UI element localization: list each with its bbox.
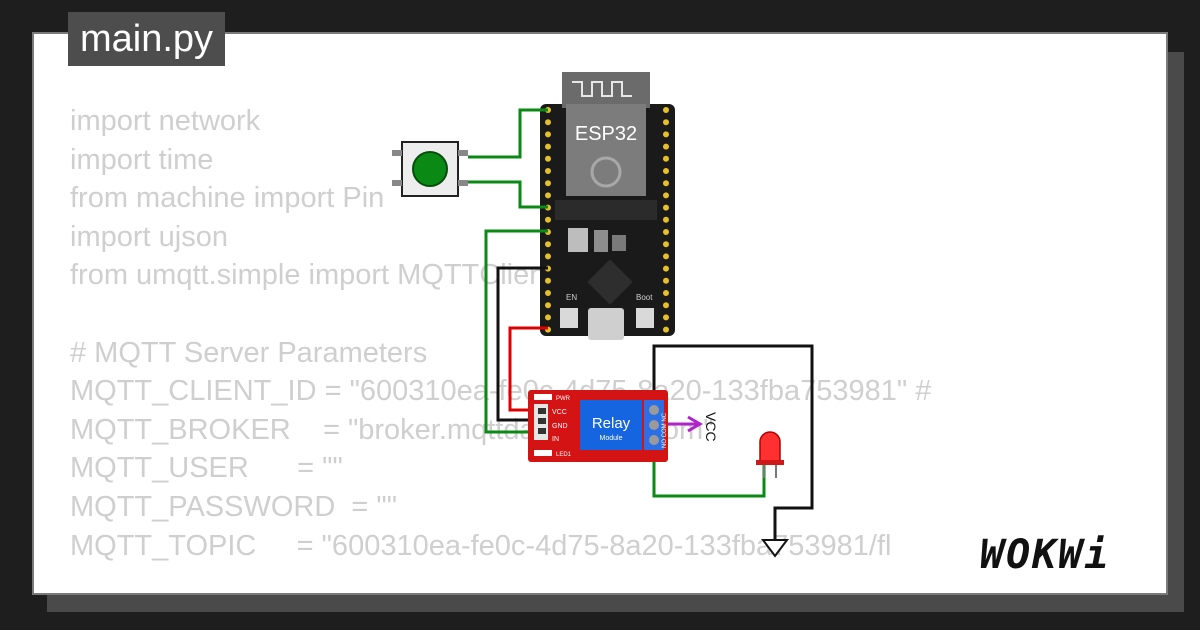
wire-relay-to-led: [652, 440, 766, 498]
file-tab-main-py[interactable]: main.py: [68, 12, 226, 66]
boot-label: Boot: [636, 293, 653, 302]
esp32-pin[interactable]: [545, 314, 551, 321]
relay-terminal-nc[interactable]: [649, 435, 659, 445]
wire-button-to-esp-1: [468, 108, 548, 159]
relay-terminal-com[interactable]: [649, 420, 659, 430]
relay-terminal-no[interactable]: [649, 405, 659, 415]
relay-terminals-label: NO COM NC: [662, 412, 668, 448]
esp32-pin[interactable]: [545, 216, 551, 223]
code-line: import ujson: [70, 220, 228, 253]
esp32-pin[interactable]: [545, 131, 551, 138]
esp32-pin[interactable]: [545, 253, 551, 260]
en-button[interactable]: [560, 308, 578, 328]
esp32-pin[interactable]: [545, 241, 551, 248]
wire-esp-to-relay-vcc: [508, 326, 548, 412]
esp32-pin[interactable]: [663, 168, 669, 174]
wire-esp-to-relay-in: [484, 229, 548, 434]
wire-button-to-esp-2: [468, 180, 548, 209]
esp32-pin[interactable]: [545, 180, 551, 187]
wire-esp-to-relay-gnd: [496, 266, 548, 422]
esp32-pin[interactable]: [663, 290, 669, 296]
wire-relay-to-ground: [652, 344, 814, 540]
esp32-pin[interactable]: [545, 277, 551, 284]
esp32-pin[interactable]: [663, 155, 669, 162]
esp32-label: ESP32: [575, 123, 637, 145]
esp32-pin[interactable]: [663, 326, 669, 333]
wokwi-logo: WOKWi: [980, 532, 1111, 578]
esp32-pin[interactable]: [663, 216, 669, 223]
esp32-pin[interactable]: [663, 131, 669, 138]
code-line: import time: [70, 143, 214, 176]
esp32-pin[interactable]: [663, 192, 669, 199]
esp32-pin[interactable]: [545, 192, 551, 199]
red-led[interactable]: [756, 431, 784, 478]
code-line: MQTT_TOPIC = "600310ea-fe0c-4d75-8a20-13…: [70, 529, 892, 562]
esp32-pin[interactable]: [663, 302, 669, 309]
relay-title: Relay: [592, 415, 631, 432]
relay-subtitle: Module: [600, 435, 623, 442]
esp32-pin[interactable]: [663, 180, 669, 187]
esp32-pin[interactable]: [545, 155, 551, 162]
code-line: from umqtt.simple import MQTTClient: [70, 259, 554, 292]
relay-pin-in: IN: [552, 436, 559, 443]
relay-pwr-label: PWR: [556, 396, 571, 402]
esp32-pin[interactable]: [545, 168, 551, 174]
code-line: import network: [70, 105, 261, 137]
esp32-pin[interactable]: [663, 204, 669, 211]
relay-module[interactable]: Relay Module NO COM NC VCC GND IN PWR LE…: [528, 390, 668, 462]
relay-pin-vcc: VCC: [552, 409, 567, 416]
esp32-pin[interactable]: [663, 314, 669, 321]
vcc-arrow-icon: [687, 415, 703, 433]
code-line: MQTT_PASSWORD = "": [70, 490, 398, 523]
boot-button[interactable]: [636, 308, 654, 328]
esp32-pin[interactable]: [663, 229, 669, 235]
esp32-pin[interactable]: [663, 265, 669, 272]
esp32-board[interactable]: ESP32 EN Boot: [540, 72, 675, 340]
relay-pin-gnd: GND: [552, 423, 568, 430]
ground-icon: [761, 539, 789, 558]
code-line: from machine import Pin: [70, 182, 385, 215]
vcc-label: VCC: [703, 412, 719, 442]
relay-led1-label: LED1: [556, 452, 572, 458]
esp32-pin[interactable]: [663, 253, 669, 260]
esp32-pin[interactable]: [545, 302, 551, 309]
wires: [468, 108, 814, 540]
pushbutton[interactable]: [392, 141, 468, 197]
esp32-pin[interactable]: [545, 143, 551, 150]
esp32-pin[interactable]: [545, 119, 551, 126]
usb-port: [588, 308, 624, 340]
esp32-pin[interactable]: [545, 290, 551, 296]
esp32-pin[interactable]: [663, 277, 669, 284]
esp32-pin[interactable]: [663, 107, 669, 113]
en-label: EN: [566, 293, 577, 302]
pushbutton-cap-icon[interactable]: [412, 151, 448, 187]
esp32-pin[interactable]: [663, 143, 669, 150]
code-line: # MQTT Server Parameters: [70, 336, 428, 369]
espressif-logo-icon: [590, 156, 622, 188]
esp32-pin[interactable]: [663, 241, 669, 248]
esp32-pin[interactable]: [663, 119, 669, 126]
code-line: MQTT_USER = "": [70, 452, 343, 485]
